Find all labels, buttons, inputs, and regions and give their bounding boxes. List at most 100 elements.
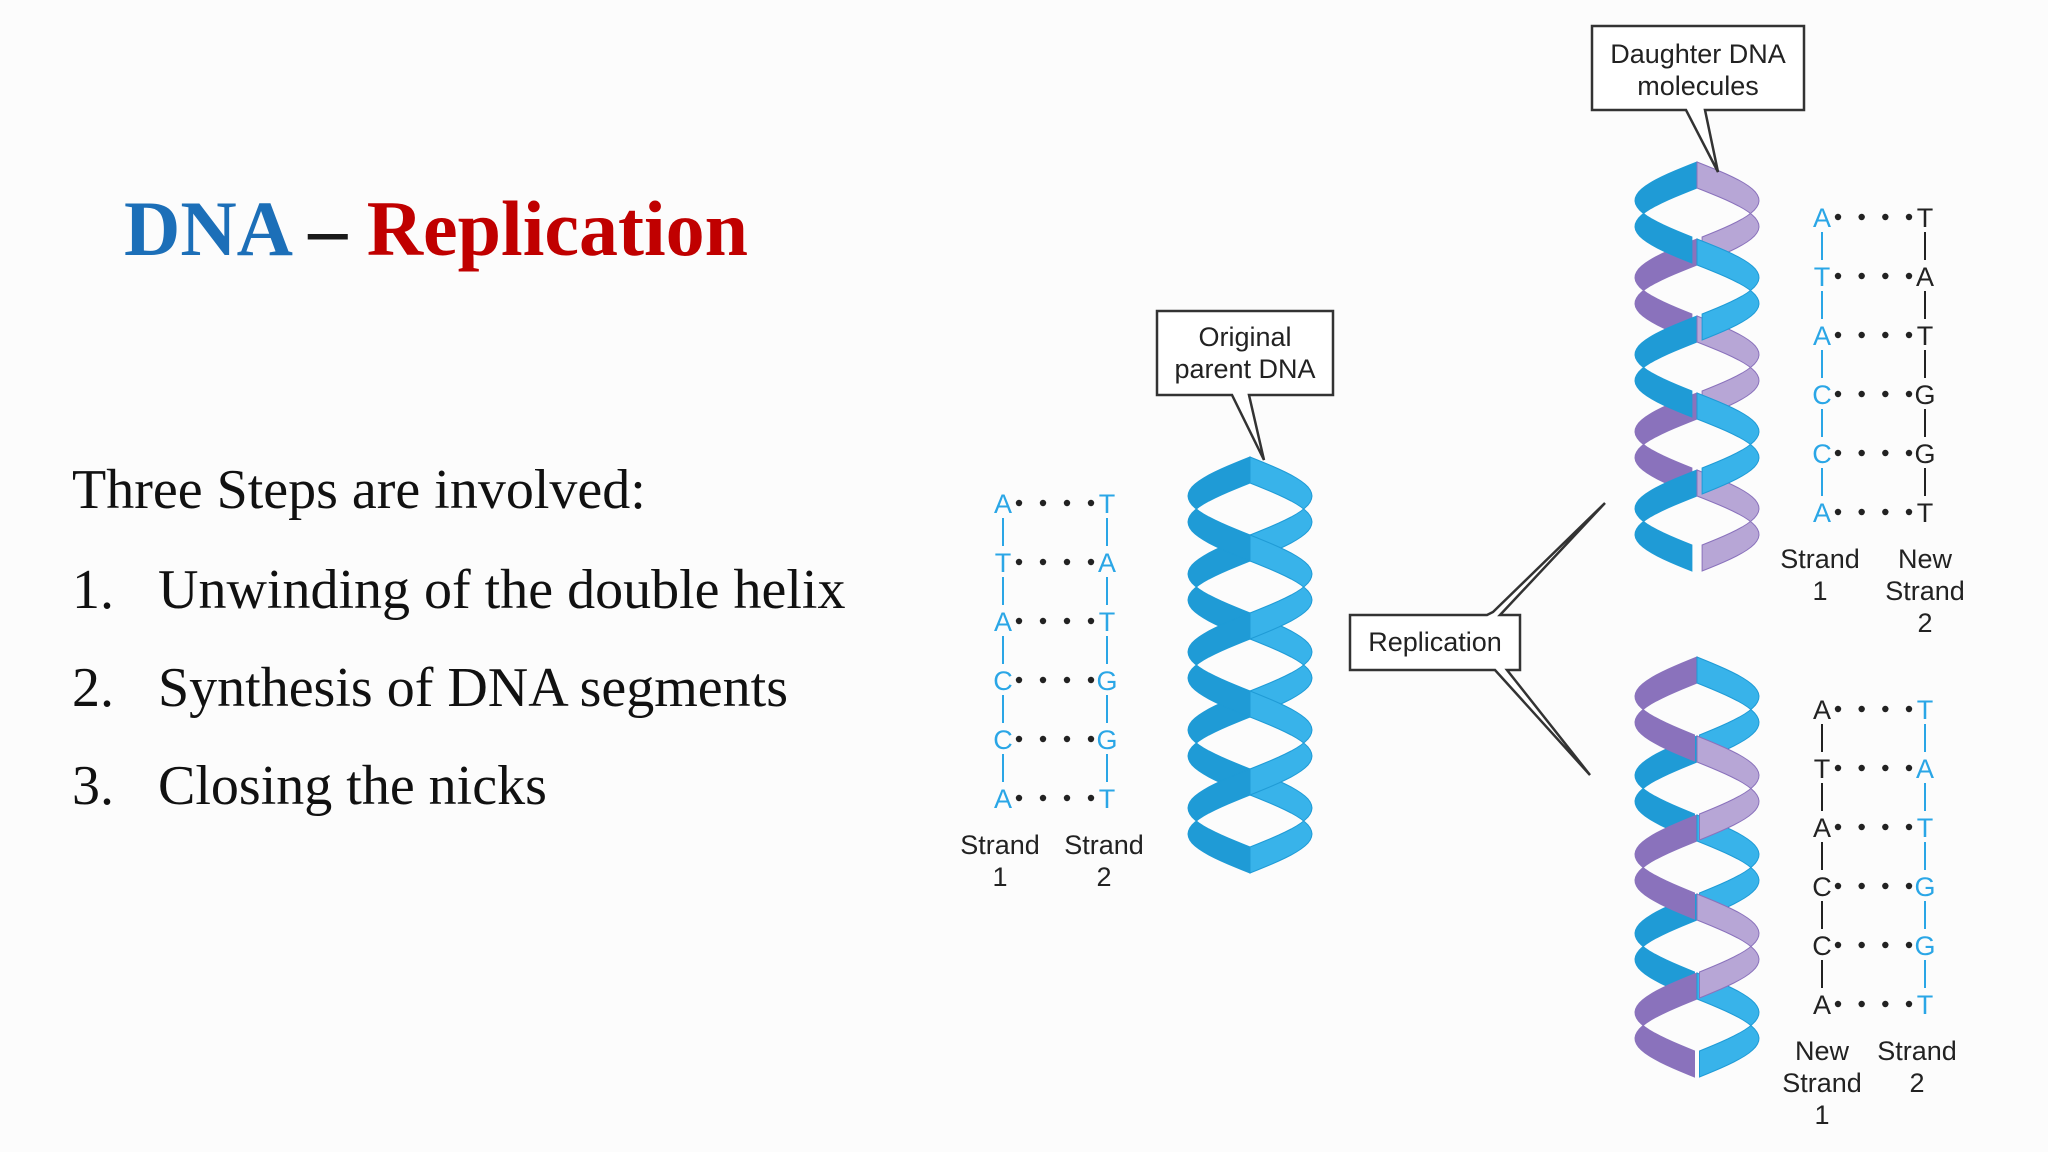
strand-label-left: 1 (992, 862, 1007, 892)
hydrogen-bond-dot (1834, 508, 1842, 516)
base-right: T (1917, 498, 1934, 528)
helix-strand-segment (1696, 735, 1760, 841)
step-number: 2. (72, 657, 114, 719)
helix-strand-segment (1696, 238, 1760, 341)
hydrogen-bond-dot (1905, 764, 1913, 772)
helix-strand-segment (1187, 612, 1251, 718)
base-right: T (1917, 990, 1934, 1020)
helix-strand-segment (1696, 469, 1760, 572)
hydrogen-bond-dot (1858, 1000, 1865, 1008)
step-text: Unwinding of the double helix (158, 559, 846, 621)
base-left: C (993, 725, 1013, 755)
callout-box (1590, 24, 1806, 173)
hydrogen-bond-dot (1905, 449, 1913, 457)
callout-daughter-dna: Daughter DNA molecules (1590, 24, 1806, 173)
replication-label: Replication (1368, 627, 1502, 657)
strand-label-right: 2 (1096, 862, 1111, 892)
hydrogen-bond-dot (1882, 272, 1889, 280)
helix-strand-segment (1634, 972, 1698, 1078)
hydrogen-bond-dot (1858, 213, 1865, 221)
step-item: 1.Unwinding of the double helix (72, 562, 845, 660)
base-left: A (994, 489, 1012, 519)
base-right: A (1916, 754, 1934, 784)
base-left: T (995, 548, 1012, 578)
hydrogen-bond-dot (1858, 941, 1865, 949)
hydrogen-bond-dot (1039, 558, 1047, 566)
helix-strand-segment (1634, 315, 1698, 418)
callout-daughter-line1: Daughter DNA (1610, 39, 1786, 69)
hydrogen-bond-dot (1834, 390, 1842, 398)
slide-title: DNA – Replication (124, 190, 748, 268)
strand-label-left: Strand (1782, 1068, 1862, 1098)
hydrogen-bond-dot (1905, 331, 1913, 339)
base-left: A (1813, 498, 1831, 528)
strand-label-right: Strand (1064, 830, 1144, 860)
strand-label-right: 2 (1909, 1068, 1924, 1098)
hydrogen-bond-dot (1858, 390, 1865, 398)
base-right: T (1917, 321, 1934, 351)
hydrogen-bond-dot (1039, 735, 1047, 743)
hydrogen-bond-dot (1905, 508, 1913, 516)
intro-text: Three Steps are involved: (72, 459, 646, 521)
step-text: Synthesis of DNA segments (158, 657, 788, 719)
hydrogen-bond-dot (1063, 676, 1071, 684)
hydrogen-bond-dot (1882, 1000, 1889, 1008)
hydrogen-bond-dot (1858, 331, 1865, 339)
base-right: A (1098, 548, 1116, 578)
daughter-dna-helix-bottom (1634, 656, 1760, 1078)
hydrogen-bond-dot (1015, 499, 1023, 507)
helix-strand-segment (1249, 534, 1313, 640)
hydrogen-bond-dot (1063, 617, 1071, 625)
base-left: A (1813, 695, 1831, 725)
strand-label-right: 2 (1917, 608, 1932, 638)
hydrogen-bond-dot (1905, 941, 1913, 949)
hydrogen-bond-dot (1858, 764, 1865, 772)
hydrogen-bond-dot (1834, 1000, 1842, 1008)
hydrogen-bond-dot (1063, 499, 1071, 507)
title-replication: Replication (366, 185, 749, 272)
parent-dna-helix (1187, 456, 1313, 874)
hydrogen-bond-dot (1858, 449, 1865, 457)
base-right: G (1914, 931, 1935, 961)
hydrogen-bond-dot (1087, 794, 1095, 802)
hydrogen-bond-dot (1882, 331, 1889, 339)
helix-strand-segment (1634, 469, 1698, 572)
hydrogen-bond-dot (1087, 499, 1095, 507)
hydrogen-bond-dot (1087, 617, 1095, 625)
callout-parent-line1: Original (1198, 322, 1291, 352)
hydrogen-bond-dot (1882, 213, 1889, 221)
hydrogen-bond-dot (1039, 617, 1047, 625)
hydrogen-bond-dot (1834, 331, 1842, 339)
strand-label-right: Strand (1885, 576, 1965, 606)
strand-label-left: New (1795, 1036, 1850, 1066)
hydrogen-bond-dot (1905, 823, 1913, 831)
hydrogen-bond-dot (1834, 449, 1842, 457)
hydrogen-bond-dot (1858, 882, 1865, 890)
base-left: C (1812, 439, 1832, 469)
base-left: T (1814, 754, 1831, 784)
callout-daughter-line2: molecules (1637, 71, 1759, 101)
hydrogen-bond-dot (1882, 449, 1889, 457)
steps-list: 1.Unwinding of the double helix 2. Synthe… (72, 562, 845, 856)
base-right: T (1099, 784, 1116, 814)
base-right: T (1099, 607, 1116, 637)
title-dna: DNA (124, 185, 289, 272)
hydrogen-bond-dot (1858, 272, 1865, 280)
hydrogen-bond-dot (1882, 764, 1889, 772)
base-right: T (1917, 695, 1934, 725)
callout-box (1155, 309, 1335, 461)
base-left: A (1813, 203, 1831, 233)
hydrogen-bond-dot (1905, 272, 1913, 280)
hydrogen-bond-dot (1905, 390, 1913, 398)
hydrogen-bond-dot (1905, 213, 1913, 221)
base-left: A (1813, 813, 1831, 843)
base-left: T (1814, 262, 1831, 292)
hydrogen-bond-dot (1882, 823, 1889, 831)
hydrogen-bond-dot (1039, 676, 1047, 684)
hydrogen-bond-dot (1882, 882, 1889, 890)
base-left: A (1813, 321, 1831, 351)
base-right: G (1914, 380, 1935, 410)
base-right: A (1916, 262, 1934, 292)
